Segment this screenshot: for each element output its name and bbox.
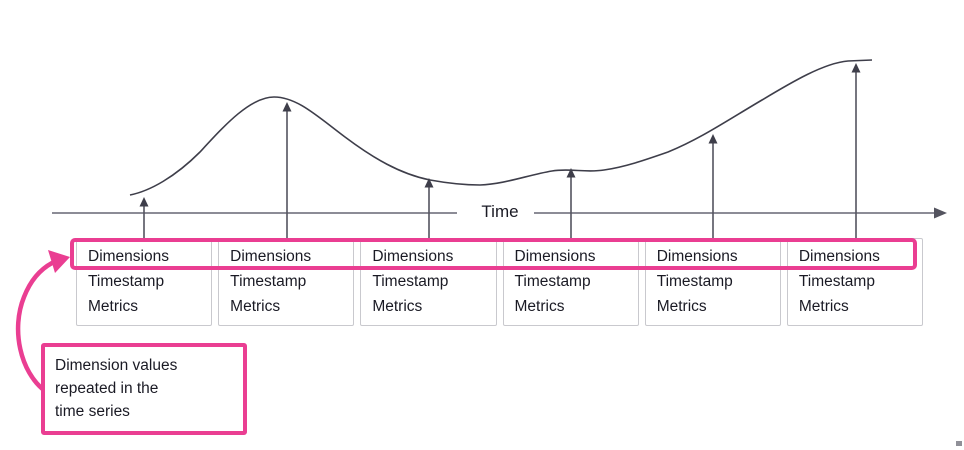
data-point-arrow	[851, 63, 861, 240]
data-point-arrows	[139, 63, 861, 240]
record-dimensions-label: Dimensions	[798, 248, 880, 265]
record-timestamp-label: Timestamp	[230, 273, 307, 290]
record-metrics-label: Metrics	[372, 298, 423, 315]
time-axis-label: Time	[481, 202, 519, 221]
callout-text-line: repeated in the	[55, 380, 159, 397]
record-dimensions-label: Dimensions	[656, 248, 738, 265]
record-metrics-label: Metrics	[88, 298, 138, 315]
cropped-artifact	[956, 441, 962, 446]
callout-text-line: time series	[55, 403, 130, 420]
data-point-arrow	[282, 102, 292, 240]
record-dimensions-label: Dimensions	[230, 248, 312, 265]
dimensions-highlight-band	[70, 238, 917, 270]
record-box: Dimensions Timestamp Metrics	[644, 238, 781, 326]
data-point-arrow	[708, 134, 718, 240]
data-point-arrow	[424, 178, 434, 240]
record-dimensions-label: Dimensions	[88, 248, 169, 265]
callout-box: Dimension values repeated in the time se…	[41, 343, 247, 435]
record-timestamp-label: Timestamp	[88, 273, 165, 290]
axis-arrowhead-icon	[934, 207, 947, 219]
callout-arrowhead-icon	[48, 250, 70, 273]
record-timestamp-label: Timestamp	[798, 273, 875, 290]
record-metrics-label: Metrics	[656, 298, 707, 315]
record-box: Dimensions Timestamp Metrics	[502, 238, 639, 326]
time-series-curve	[129, 59, 873, 196]
record-box: Dimensions Timestamp Metrics	[360, 238, 497, 326]
time-axis	[52, 207, 947, 219]
record-box: Dimensions Timestamp Metrics	[76, 238, 213, 326]
data-point-arrow	[139, 197, 149, 240]
record-metrics-label: Metrics	[230, 298, 281, 315]
callout-text-line: Dimension values	[55, 357, 178, 374]
record-timestamp-label: Timestamp	[372, 273, 449, 290]
record-metrics-label: Metrics	[798, 298, 849, 315]
record-list: Dimensions Timestamp Metrics Dimensions …	[76, 238, 924, 326]
data-point-arrow	[566, 168, 576, 240]
callout-arrow	[15, 250, 70, 394]
record-metrics-label: Metrics	[514, 298, 565, 315]
record-dimensions-label: Dimensions	[514, 248, 596, 265]
record-box: Dimensions Timestamp Metrics	[218, 238, 355, 326]
record-timestamp-label: Timestamp	[514, 273, 591, 290]
record-timestamp-label: Timestamp	[656, 273, 733, 290]
record-dimensions-label: Dimensions	[372, 248, 454, 265]
